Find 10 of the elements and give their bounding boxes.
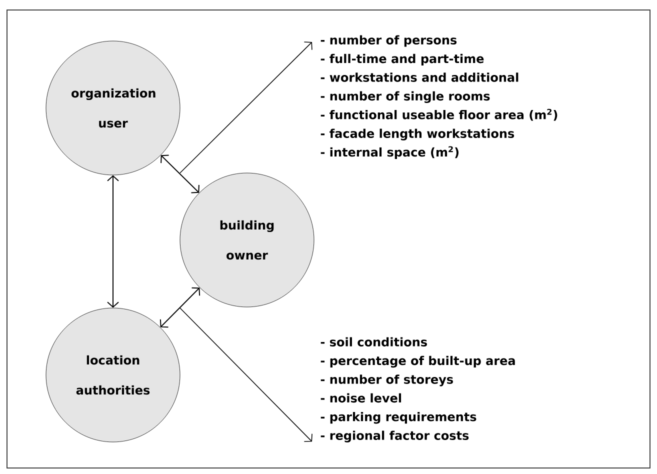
arrow [107, 175, 119, 308]
arrow [160, 287, 200, 328]
circle-node: location authorities [46, 308, 180, 442]
arrow [180, 308, 312, 442]
circle-node: building owner [180, 172, 314, 308]
bullet-list: - number of persons - full-time and part-time - workstations and additional - number of single rooms - functional useable floor area (m$^{2}$) - facade length workstations - internal space (m$^{2}$) [320, 35, 558, 159]
bullet-list: - soil conditions - percentage of built-up area - number of storeys - noise level - parking requirements - regional factor costs [320, 337, 515, 442]
circle-node: organization user [46, 40, 180, 176]
arrow [160, 154, 200, 194]
arrow [180, 42, 312, 174]
